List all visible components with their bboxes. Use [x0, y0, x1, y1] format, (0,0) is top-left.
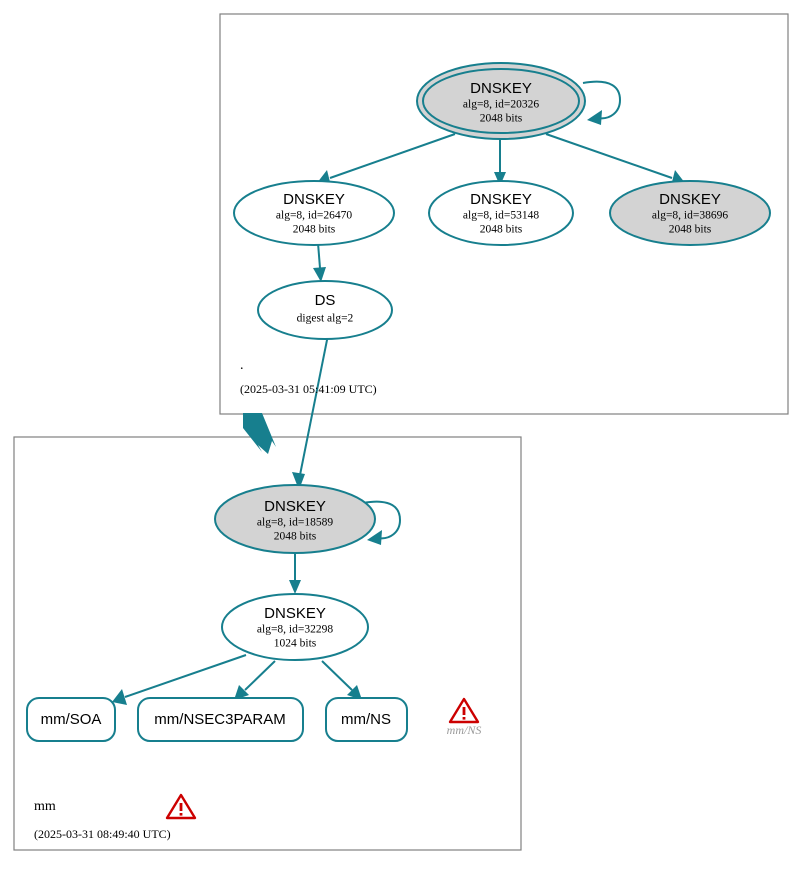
node-title: DNSKEY	[470, 80, 532, 97]
edge-zsk-26470-to-ds	[313, 242, 326, 282]
node-detail-digest-alg: digest alg=2	[297, 313, 354, 325]
edge-mm-zsk-to-mm-ns	[321, 660, 362, 700]
node-detail-keysize: 1024 bits	[274, 638, 317, 650]
node-title: DNSKEY	[659, 191, 721, 208]
delegation-arrow-root-to-mm	[243, 413, 276, 454]
node-dnskey-root-ksk-20326[interactable]: DNSKEY alg=8, id=20326 2048 bits	[416, 62, 586, 140]
edge-root-ksk-to-zsk-53148	[494, 139, 506, 186]
zone-timestamp: (2025-03-31 08:49:40 UTC)	[34, 827, 171, 841]
warning-mm-ns[interactable]: mm/NS	[447, 697, 482, 737]
node-dnskey-root-zsk-53148[interactable]: DNSKEY alg=8, id=53148 2048 bits	[428, 180, 574, 246]
rrset-label: mm/NSEC3PARAM	[154, 711, 285, 728]
node-title: DNSKEY	[283, 191, 345, 208]
node-detail-alg-id: alg=8, id=53148	[463, 210, 539, 222]
rrset-label: mm/NS	[341, 711, 391, 728]
warning-triangle-icon	[165, 793, 197, 820]
zone-cluster-root	[219, 13, 789, 415]
edge-mm-ksk-self-signature	[362, 500, 402, 545]
node-detail-alg-id: alg=8, id=32298	[257, 624, 333, 636]
zone-timestamp: (2025-03-31 05:41:09 UTC)	[240, 382, 377, 396]
node-detail-keysize: 2048 bits	[293, 224, 336, 236]
node-title: DS	[315, 292, 336, 309]
edge-root-ksk-to-zsk-26470	[317, 133, 456, 186]
zone-name: mm	[34, 799, 56, 814]
rrset-mm-soa[interactable]: mm/SOA	[26, 697, 116, 742]
zone-name: .	[240, 358, 244, 373]
rrset-mm-nsec3param[interactable]: mm/NSEC3PARAM	[137, 697, 304, 742]
edge-ds-to-mm-ksk	[292, 329, 330, 490]
rrset-mm-ns[interactable]: mm/NS	[325, 697, 408, 742]
node-detail-keysize: 2048 bits	[480, 113, 523, 125]
node-detail-keysize: 2048 bits	[480, 224, 523, 236]
node-detail-alg-id: alg=8, id=26470	[276, 210, 352, 222]
node-dnskey-mm-ksk-18589[interactable]: DNSKEY alg=8, id=18589 2048 bits	[214, 484, 376, 554]
edge-root-ksk-self-signature	[582, 80, 622, 125]
node-detail-keysize: 2048 bits	[669, 224, 712, 236]
node-dnskey-mm-zsk-32298[interactable]: DNSKEY alg=8, id=32298 1024 bits	[221, 593, 369, 661]
node-detail-alg-id: alg=8, id=18589	[257, 517, 333, 529]
edge-mm-ksk-to-mm-zsk	[289, 551, 301, 594]
edge-root-ksk-to-zsk-38696	[545, 133, 685, 186]
node-detail-alg-id: alg=8, id=20326	[463, 99, 539, 111]
node-title: DNSKEY	[264, 605, 326, 622]
zone-label-root: . (2025-03-31 05:41:09 UTC)	[240, 358, 377, 396]
rrset-label: mm/SOA	[41, 711, 102, 728]
node-dnskey-root-zsk-26470[interactable]: DNSKEY alg=8, id=26470 2048 bits	[233, 180, 395, 246]
node-title: DNSKEY	[264, 498, 326, 515]
warning-label: mm/NS	[447, 723, 482, 737]
node-title: DNSKEY	[470, 191, 532, 208]
node-detail-alg-id: alg=8, id=38696	[652, 210, 728, 222]
node-dnskey-root-zsk-38696[interactable]: DNSKEY alg=8, id=38696 2048 bits	[609, 180, 771, 246]
edge-mm-zsk-to-mm-soa	[112, 654, 247, 705]
node-detail-keysize: 2048 bits	[274, 531, 317, 543]
zone-label-mm: mm (2025-03-31 08:49:40 UTC)	[34, 793, 197, 841]
node-ds-root[interactable]: DS digest alg=2	[257, 280, 393, 340]
warning-triangle-icon	[448, 697, 480, 724]
edge-mm-zsk-to-mm-nsec3param	[234, 660, 276, 700]
